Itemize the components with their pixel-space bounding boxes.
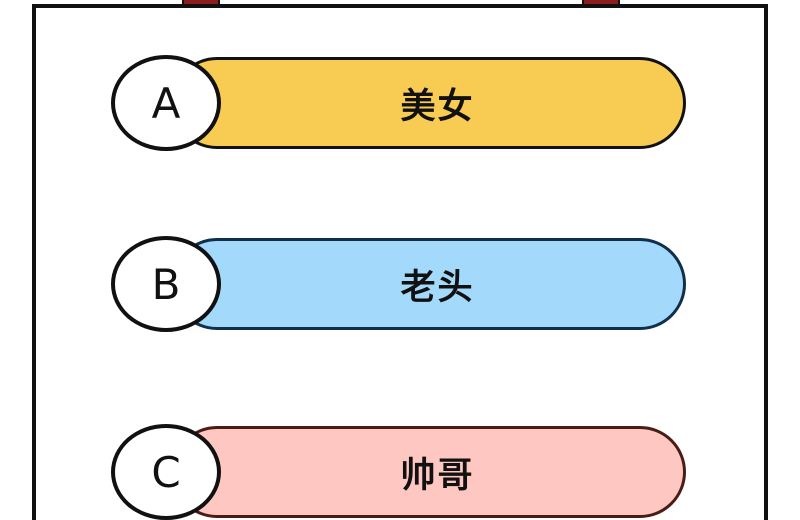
option-a-letter[interactable]: A [111, 55, 221, 151]
option-c-pill[interactable]: 帅哥 [171, 426, 686, 518]
option-c-letter[interactable]: C [111, 424, 221, 520]
option-b-pill[interactable]: 老头 [171, 238, 686, 330]
top-left-tab [182, 0, 220, 4]
option-a-pill[interactable]: 美女 [171, 57, 686, 149]
option-b-label: 老头 [400, 267, 475, 308]
option-c-label: 帅哥 [400, 455, 475, 496]
option-b[interactable]: 老头 B [111, 236, 688, 332]
option-a[interactable]: 美女 A [111, 55, 688, 151]
option-a-label: 美女 [400, 86, 475, 127]
option-b-letter[interactable]: B [111, 236, 221, 332]
top-right-tab [582, 0, 620, 4]
option-c[interactable]: 帅哥 C [111, 424, 688, 520]
